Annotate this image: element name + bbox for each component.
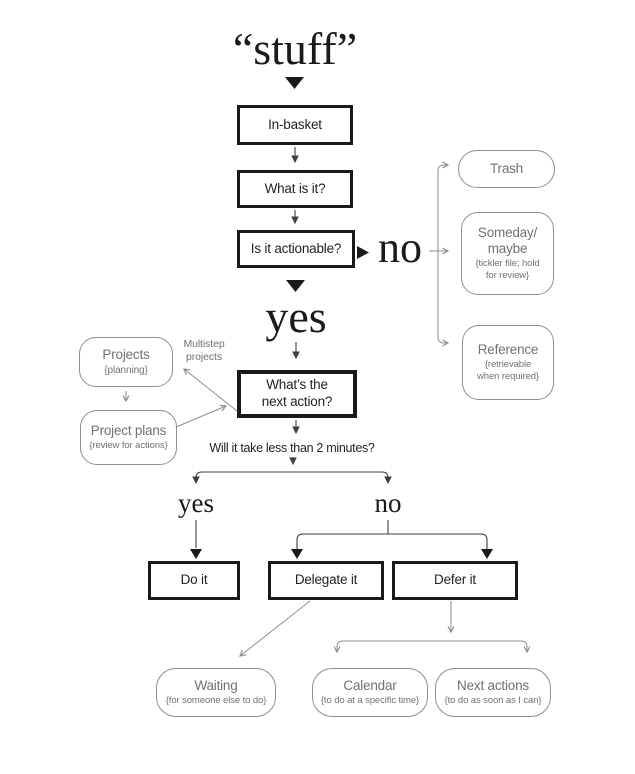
node-next-actions-title: Next actions <box>457 677 529 693</box>
node-calendar: Calendar {to do at a specific time} <box>312 668 428 717</box>
arrowhead-actionable-to-yes <box>286 280 305 292</box>
arrowhead-to-do-it <box>190 549 202 559</box>
node-waiting: Waiting {for someone else to do} <box>156 668 276 717</box>
node-projects-sub: {planning} <box>104 364 148 376</box>
node-waiting-sub: {for someone else to do} <box>165 695 267 707</box>
arrowhead-actionable-to-no <box>357 246 369 259</box>
node-projects-title: Projects <box>102 346 150 362</box>
arrowhead-to-defer-it <box>481 549 493 559</box>
node-next-action: What’s the next action? <box>237 370 357 418</box>
no-branch-label: no <box>374 488 402 518</box>
node-reference: Reference {retrievable when required} <box>462 325 554 400</box>
node-next-actions-sub: {to do as soon as I can} <box>444 695 542 707</box>
no-main-label: no <box>378 223 422 272</box>
node-trash-title: Trash <box>489 161 523 177</box>
node-in-basket: In-basket <box>237 105 353 145</box>
arrowhead-stuff-to-inbasket <box>285 77 304 89</box>
node-delegate-it: Delegate it <box>268 561 384 600</box>
stuff-label: “stuff” <box>232 23 358 74</box>
two-minutes-question: Will it take less than 2 minutes? <box>209 441 375 455</box>
node-what-is-it: What is it? <box>237 170 353 208</box>
node-trash: Trash <box>458 150 555 188</box>
node-project-plans-title: Project plans <box>90 422 167 438</box>
node-calendar-sub: {to do at a specific time} <box>320 695 420 707</box>
node-calendar-title: Calendar <box>343 677 397 693</box>
yes-branch-label: yes <box>178 488 214 518</box>
yes-main-label: yes <box>265 291 327 342</box>
node-reference-sub: {retrievable when required} <box>477 359 539 383</box>
node-reference-title: Reference <box>477 341 539 357</box>
node-project-plans-sub: {review for actions} <box>89 440 168 452</box>
node-someday-sub: {tickler file; hold for review} <box>475 258 540 282</box>
multistep-projects-label: Multistep projects <box>183 338 225 363</box>
node-defer-it: Defer it <box>392 561 518 600</box>
node-someday-title: Someday/ maybe <box>477 225 538 256</box>
node-someday-maybe: Someday/ maybe {tickler file; hold for r… <box>461 212 554 295</box>
node-waiting-title: Waiting <box>194 677 238 693</box>
node-do-it: Do it <box>148 561 240 600</box>
node-next-actions: Next actions {to do as soon as I can} <box>435 668 551 717</box>
node-projects: Projects {planning} <box>79 337 173 387</box>
arrowhead-to-delegate-it <box>291 549 303 559</box>
node-project-plans: Project plans {review for actions} <box>80 410 177 465</box>
node-is-it-actionable: Is it actionable? <box>237 230 355 268</box>
